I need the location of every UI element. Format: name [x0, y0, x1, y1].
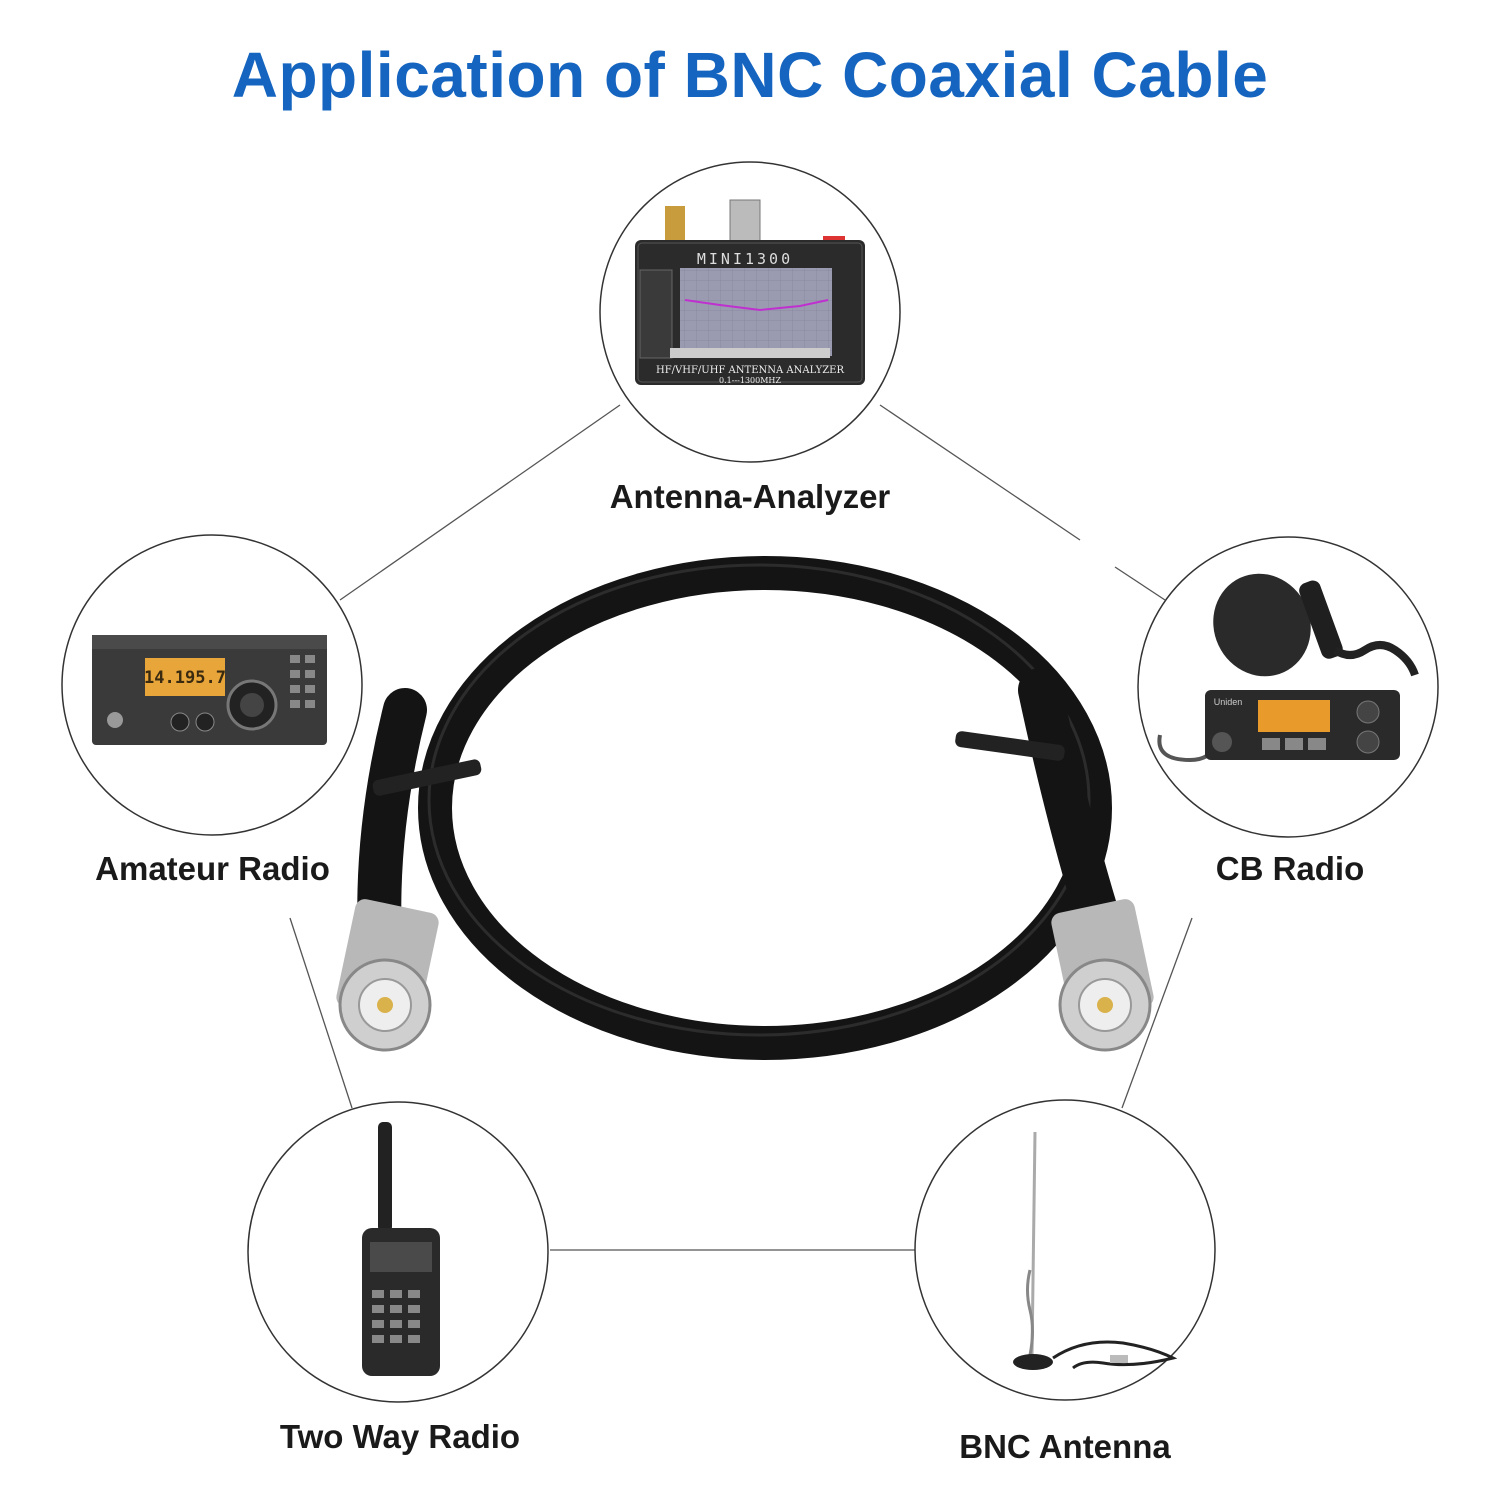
bnc-connector-left [336, 899, 439, 1052]
bnc-connector-right [1051, 899, 1154, 1052]
label-cb-radio: CB Radio [1215, 850, 1365, 887]
label-antenna-analyzer: Antenna-Analyzer [609, 478, 891, 515]
connector-line [879, 404, 1081, 541]
application-circle [914, 1099, 1216, 1401]
amateur-radio-icon [92, 635, 327, 745]
connector-line [289, 917, 353, 1109]
page-title: Application of BNC Coaxial Cable [231, 39, 1269, 111]
connector-lines [289, 404, 1193, 1251]
cb-radio-icon [1157, 573, 1419, 763]
label-amateur-radio: Amateur Radio [95, 850, 330, 887]
application-circle [1137, 536, 1439, 838]
connector-line [1121, 917, 1193, 1109]
device-subtitle-text: HF/VHF/UHF ANTENNA ANALYZER [656, 365, 844, 376]
connector-line [339, 404, 621, 601]
device-range-text: 0.1---1300MHZ [719, 376, 781, 385]
two-way-radio-icon [362, 1122, 440, 1376]
label-two-way-radio: Two Way Radio [279, 1418, 521, 1455]
bnc-coaxial-cable [336, 556, 1154, 1060]
antenna-analyzer-icon [635, 199, 865, 385]
device-brand-text: MINI1300 [697, 250, 793, 268]
bnc-antenna-icon [1013, 1131, 1178, 1370]
connector-line [1114, 566, 1166, 601]
cb-brand-text: Uniden [1214, 697, 1243, 707]
radio-display-text: 14.195.7 [144, 668, 226, 688]
label-bnc-antenna: BNC Antenna [959, 1428, 1171, 1465]
